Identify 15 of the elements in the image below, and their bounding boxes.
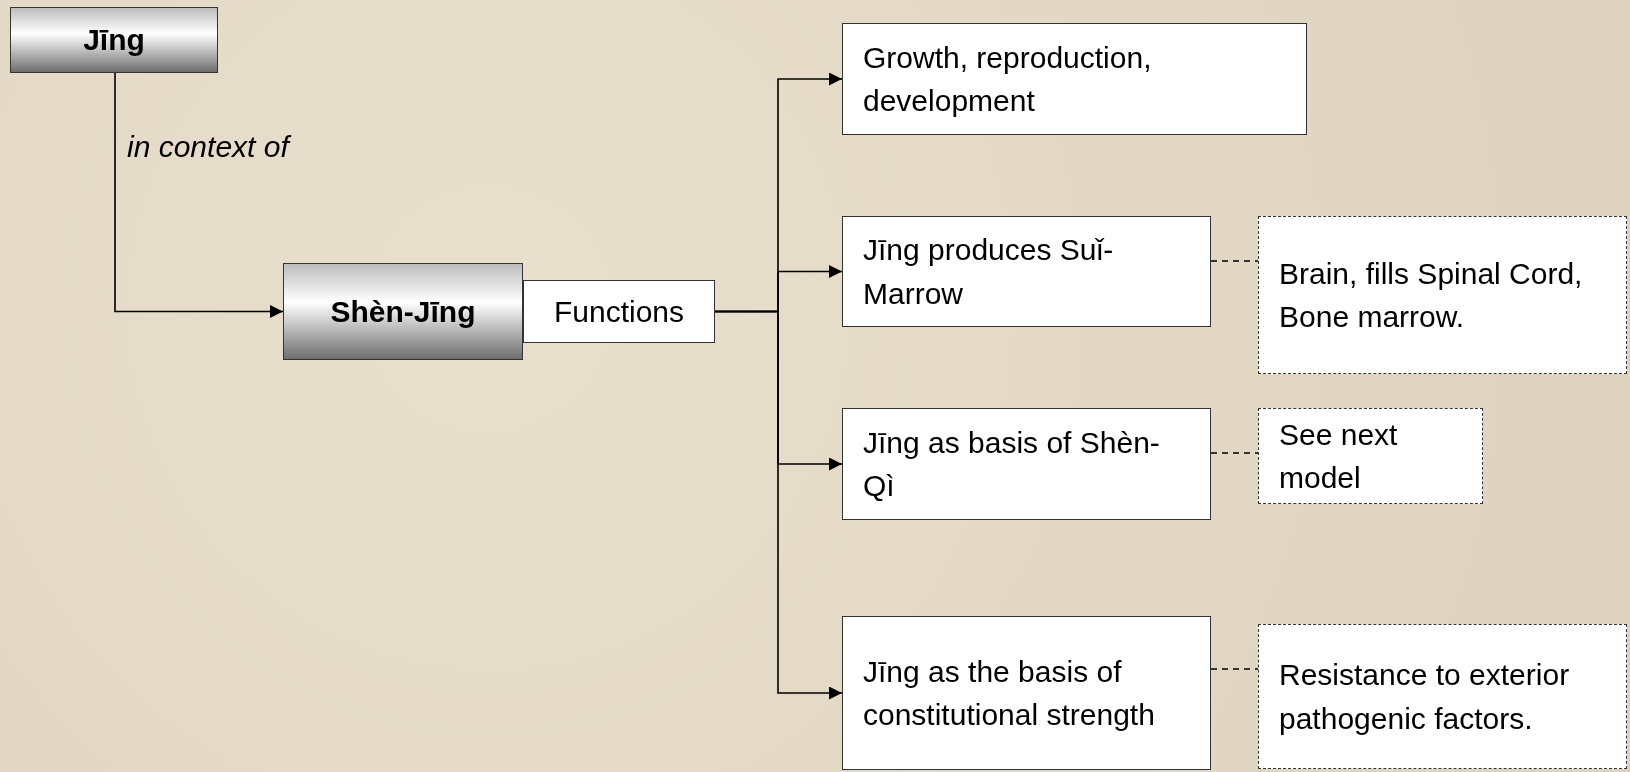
process-box: Jīng produces Suǐ-Marrow (842, 216, 1211, 327)
dashed-connector (1210, 668, 1259, 670)
concept-box: Shèn-Jīng (283, 263, 523, 360)
dashed-connector (1210, 452, 1259, 454)
arrow (114, 72, 284, 318)
process-box: Jīng as basis of Shèn-Qì (842, 408, 1211, 520)
note-box: Resistance to exterior pathogenic factors. (1258, 624, 1627, 769)
process-box: Jīng as the basis of constitutional strength (842, 616, 1211, 770)
note-box: Brain, fills Spinal Cord, Bone marrow. (1258, 216, 1627, 374)
arrow (714, 310, 843, 700)
dashed-connector (1210, 260, 1259, 262)
concept-box: Jīng (10, 7, 218, 73)
process-box: Growth, reproduction, development (842, 23, 1307, 135)
note-box: See next model (1258, 408, 1483, 504)
process-box: Functions (523, 280, 715, 343)
